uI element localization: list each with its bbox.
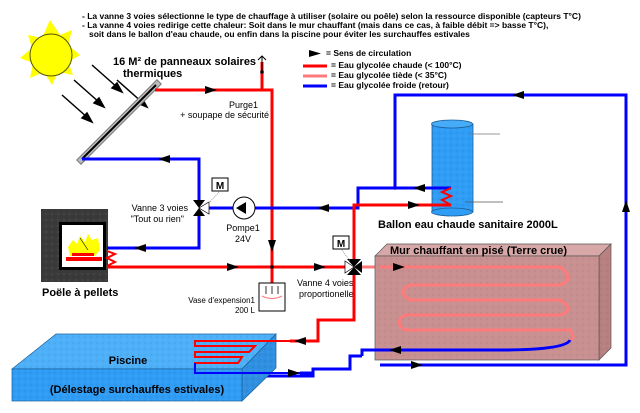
flow-arrow-icon: [294, 337, 306, 345]
solar-panel-label-1: 16 M² de panneaux solaires: [113, 56, 256, 68]
stove-exchanger: [104, 250, 118, 267]
valve4-label-2: proportionelle: [299, 289, 354, 299]
fire-icon: [66, 234, 102, 261]
flow-arrow-icon: [512, 91, 524, 99]
pump-label-2: 24V: [235, 234, 251, 244]
three-way-valve[interactable]: [193, 200, 210, 216]
solar-panel-label-2: thermiques: [123, 68, 182, 80]
valve4-link: [341, 249, 351, 262]
pump-icon[interactable]: [232, 196, 256, 220]
flow-arrow-icon: [314, 263, 326, 271]
pool-coil-cold: [194, 363, 300, 374]
legend-item-label: = Sens de circulation: [326, 48, 411, 58]
purge-label-2: + soupape de sécurité: [180, 110, 269, 120]
valve4-motor-box: [332, 235, 350, 250]
pellet-stove: [41, 209, 108, 282]
flow-arrow-icon: [158, 155, 170, 163]
pool: [10, 333, 277, 402]
note-line-3: soit dans le ballon d'eau chaude, ou enf…: [89, 29, 470, 39]
flow-arrow-icon: [227, 263, 239, 271]
pool-label-1: Piscine: [109, 355, 148, 367]
purge-label-1: Purge1: [229, 100, 258, 110]
flow-arrow-icon: [413, 184, 425, 192]
wall-label: Mur chauffant en pisé (Terre crue): [390, 245, 567, 257]
valve4-motor-label: M: [337, 239, 345, 250]
valve3-label-2: "Tout ou rien": [131, 214, 184, 224]
notes: - La vanne 3 voies sélectionne le type d…: [82, 11, 581, 39]
valve4-label-1: Vanne 4 voies: [297, 278, 354, 288]
legend: = Sens de circulation = Eau glycolée cha…: [303, 48, 462, 90]
flow-arrow-icon: [317, 204, 329, 212]
pipe-return-loop: [380, 93, 628, 367]
flow-arrow-icon: [408, 201, 420, 209]
stove-label: Poële à pellets: [42, 287, 118, 299]
pool-label-2: (Délestage surchauffes estivales): [50, 384, 225, 396]
pipe-tank-hot: [352, 203, 384, 259]
valve3-link: [208, 191, 220, 204]
expansion-label-2: 200 L: [235, 306, 256, 315]
expansion-label-1: Vase d'expension1: [188, 296, 255, 305]
legend-arrow-icon: [309, 50, 321, 57]
junction-dot: [270, 265, 274, 269]
pipe-pump-cold: [209, 186, 384, 210]
valve3-motor-label: M: [216, 181, 224, 192]
heating-wall: [374, 243, 612, 361]
tank-exchanger: [439, 187, 454, 206]
valve3-motor-box: [211, 177, 229, 192]
valve3-label-1: Vanne 3 voies: [132, 203, 189, 213]
purge-vent-icon: [257, 55, 267, 74]
flow-arrow-icon: [205, 86, 217, 94]
pump-label-1: Pompe1: [226, 223, 260, 233]
pipe-pool-hot: [290, 275, 356, 343]
wall-coil-warm: [380, 265, 575, 342]
wall-coil-cold: [360, 339, 572, 356]
legend-item-label: = Eau glycolée froide (retour): [331, 80, 449, 90]
flow-arrows: [134, 86, 630, 377]
four-way-valve[interactable]: [344, 259, 362, 275]
flow-arrow-icon: [389, 346, 401, 354]
note-line-2: - La vanne 4 voies redirige cette chaleu…: [82, 20, 548, 30]
expansion-vessel: [258, 282, 286, 312]
pipe-solar-cold: [82, 157, 201, 206]
solar-panel: [76, 79, 162, 165]
flow-arrow-icon: [622, 200, 630, 212]
hot-water-tank: [431, 119, 503, 217]
sun-icon: [20, 20, 80, 85]
flow-arrow-icon: [411, 361, 423, 369]
flow-arrow-icon: [268, 240, 276, 252]
flow-arrow-icon: [393, 263, 405, 271]
legend-item-label: = Eau glycolée tiède (< 35°C): [331, 70, 447, 80]
note-line-1: - La vanne 3 voies sélectionne le type d…: [82, 11, 581, 21]
flow-arrow-icon: [288, 369, 300, 377]
flow-arrow-icon: [134, 244, 146, 252]
tank-label: Ballon eau chaude sanitaire 2000L: [378, 219, 558, 231]
legend-item-label: = Eau glycolée chaude (< 100°C): [331, 60, 462, 70]
pipe-solar-hot: [155, 88, 274, 300]
